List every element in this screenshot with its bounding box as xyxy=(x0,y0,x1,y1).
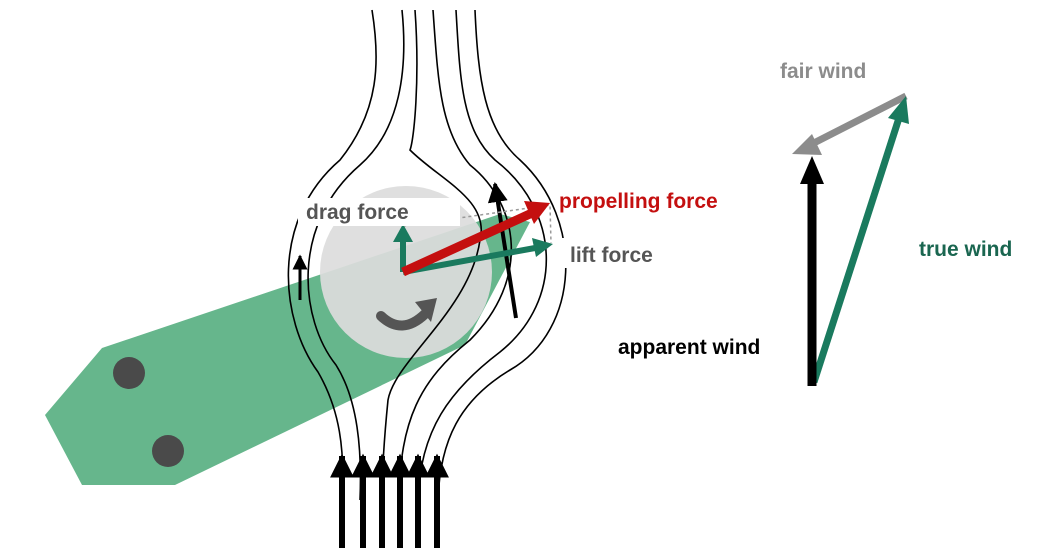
lift-force-arrow xyxy=(402,238,553,275)
true-wind-label: true wind xyxy=(919,238,1012,261)
streamline xyxy=(307,9,405,501)
drag-label-bg xyxy=(298,198,460,226)
lift-label-bg xyxy=(560,238,700,268)
mounting-hole-top xyxy=(113,357,145,389)
lift-force-label: lift force xyxy=(570,244,653,267)
fair-wind-label: fair wind xyxy=(780,60,866,83)
streamline xyxy=(417,9,548,501)
apparent-wind-label: apparent wind xyxy=(618,336,760,359)
true-wind-arrow xyxy=(810,96,909,384)
streamline xyxy=(287,9,377,501)
drag-force-arrow xyxy=(393,224,413,272)
drag-force-label: drag force xyxy=(306,201,409,224)
propelling-force-label: propelling force xyxy=(559,190,718,213)
propelling-force-arrow xyxy=(401,201,550,277)
incoming-wind-arrows xyxy=(330,453,449,548)
apparent-wind-arrow xyxy=(800,156,824,386)
streamline xyxy=(437,9,567,501)
rotation-arrow-icon xyxy=(376,298,437,331)
fair-wind-arrow xyxy=(792,92,908,155)
mounting-hole-bottom xyxy=(152,435,184,467)
